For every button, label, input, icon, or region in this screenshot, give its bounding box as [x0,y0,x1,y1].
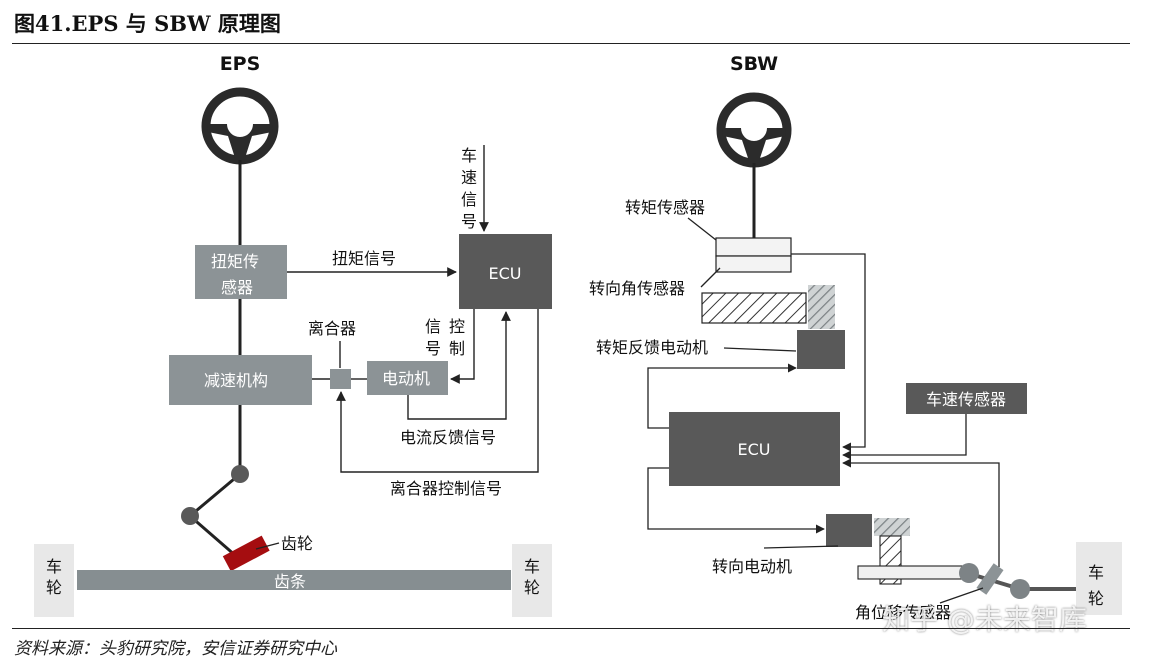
eps-wheel-left-2: 轮 [46,578,62,597]
watermark: 知乎 @未来智库 [882,603,1087,636]
sbw-steering-wheel-icon [716,92,792,168]
sbw-joint-1 [959,563,979,583]
sbw-wheel-2: 轮 [1088,589,1104,608]
eps-speed-signal-3: 信 [461,190,477,209]
sbw-motor-control-line [647,467,825,534]
eps-linkage [189,472,241,518]
sbw-steering-motor-label: 转向电动机 [712,557,792,576]
sbw-section: SBW 转矩传感器 转向角传感器 转矩反馈电动机 ECU 车速传感器 [589,53,1122,622]
eps-current-feedback-label: 电流反馈信号 [400,428,496,447]
sbw-angle-sensor-box [715,255,792,273]
eps-speed-signal-2: 速 [461,168,477,187]
eps-wheel-left-1: 车 [46,557,62,576]
sbw-wheel-angle-sensor-icon [976,563,1004,595]
eps-gear-label: 齿轮 [281,534,313,553]
eps-signal-label-2: 号 [425,339,441,358]
eps-torque-signal-label: 扭矩信号 [332,249,396,268]
figure-title: 图41.EPS 与 SBW 原理图 [14,11,281,36]
sbw-steering-motor-box [826,514,872,547]
eps-gear-icon [222,535,270,572]
eps-current-feedback-line [407,311,511,420]
eps-reducer-box [169,355,312,405]
eps-clutch-label: 离合器 [308,319,356,338]
sbw-wheel-1: 车 [1088,563,1104,582]
sbw-speed-sensor-label: 车速传感器 [926,390,1006,409]
eps-rack-label: 齿条 [274,572,306,591]
sbw-feedback-control-line [647,363,797,429]
eps-torque-sensor-label-2: 感器 [221,278,253,297]
eps-heading: EPS [220,53,261,75]
eps-motor-box [367,361,448,395]
eps-wheel-right-2: 轮 [524,578,540,597]
sbw-wheel-angle-signal-line [842,458,1000,567]
eps-speed-signal-1: 车 [461,146,477,165]
sbw-ecu-box [669,412,840,486]
eps-rack-bar [77,570,511,590]
eps-control-label-2: 制 [449,339,465,358]
eps-wheel-right-box [512,544,552,617]
sbw-ecu-label: ECU [738,440,771,459]
sbw-wheel-angle-sensor-label: 角位移传感器 [855,603,951,622]
eps-joint-upper [231,465,249,483]
eps-ecu-box [459,234,552,309]
sbw-rack-bar [857,565,965,580]
eps-ecu-label: ECU [489,264,522,283]
sbw-joint-2 [1010,579,1030,599]
sbw-sensor-signal-line [791,253,866,452]
eps-control-label-1: 控 [449,317,465,336]
title-divider [12,43,1130,44]
source-note: 资料来源：头豹研究院，安信证券研究中心 [14,639,337,659]
eps-clutch-control-line [336,309,539,473]
sbw-speed-signal-line [842,414,967,460]
sbw-column-gear [808,285,835,329]
source-divider [12,628,1130,629]
eps-control-signal-line [450,309,475,384]
sbw-wheel-box [1076,542,1122,615]
eps-joint-lower [181,507,199,525]
eps-motor-label: 电动机 [382,369,430,388]
sbw-heading: SBW [730,53,778,75]
eps-steering-wheel-icon [201,87,279,165]
sbw-feedback-motor-label: 转矩反馈电动机 [596,338,708,357]
sbw-feedback-motor-box [797,330,845,369]
sbw-speed-sensor-box [906,383,1027,414]
sbw-angle-sensor-label: 转向角传感器 [589,279,685,298]
eps-wheel-right-1: 车 [524,557,540,576]
eps-reducer-label: 减速机构 [204,371,268,390]
sbw-torque-sensor-label: 转矩传感器 [625,198,705,217]
sbw-torque-sensor-box [715,237,792,257]
sbw-steering-motor-gear [874,518,910,536]
eps-signal-label-1: 信 [425,317,441,336]
eps-speed-signal-4: 号 [461,212,477,231]
eps-torque-sensor-label-1: 扭矩传 [211,252,259,271]
sbw-column-hatch [701,292,807,324]
eps-torque-sensor-box [195,245,287,299]
eps-wheel-left-box [34,544,74,617]
eps-section: EPS 扭矩传 感器 扭矩信号 ECU 车 速 信 号 减速机构 [34,53,552,617]
eps-clutch-box [330,369,351,389]
eps-clutch-control-label: 离合器控制信号 [390,479,502,498]
